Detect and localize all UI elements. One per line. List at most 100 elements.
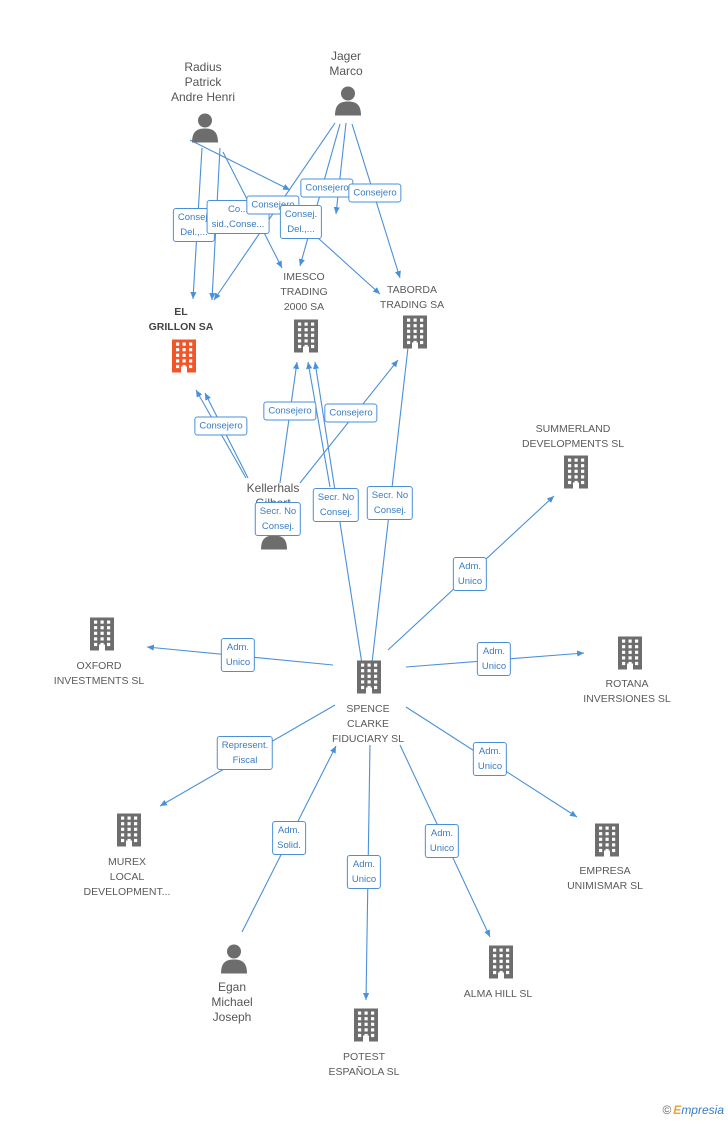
building-icon[interactable] xyxy=(486,945,516,984)
node-label-empresa[interactable]: EMPRESA UNIMISMAR SL xyxy=(567,864,643,894)
node-label-line: ESPAÑOLA SL xyxy=(328,1066,400,1078)
building-icon[interactable] xyxy=(592,823,622,862)
relation-label[interactable]: Adm. Unico xyxy=(346,855,382,889)
building-icon[interactable] xyxy=(291,319,321,358)
relation-label-line: Secr. No xyxy=(317,492,355,503)
node-label-line: SUMMERLAND xyxy=(535,423,611,435)
node-label-line: Patrick xyxy=(184,75,222,89)
building-icon[interactable] xyxy=(354,660,384,699)
relation-label-line: Adm. xyxy=(478,746,502,757)
node-label-line: Kellerhals xyxy=(246,481,300,495)
relation-label[interactable]: Adm.Unico xyxy=(220,638,256,672)
copyright-symbol: © xyxy=(662,1103,672,1117)
brand-logo-e: E xyxy=(673,1103,682,1117)
relation-label[interactable]: Consejero xyxy=(348,183,402,203)
relation-label-line: Del.,... xyxy=(287,224,315,235)
edge-line-14 xyxy=(306,361,331,488)
building-icon[interactable] xyxy=(561,455,591,494)
node-label-oxford[interactable]: OXFORD INVESTMENTS SL xyxy=(54,659,144,689)
building-icon[interactable] xyxy=(400,315,430,354)
edge-line-4 xyxy=(189,139,291,191)
relation-label-line: Consejero xyxy=(199,420,243,432)
edge-line-11 xyxy=(204,392,249,479)
relation-label[interactable]: Consejero xyxy=(194,416,248,436)
relation-label-line: Fiscal xyxy=(232,755,258,766)
building-icon[interactable] xyxy=(169,339,199,378)
node-label-taborda[interactable]: TABORDA TRADING SA xyxy=(380,283,444,313)
node-label-line: GRILLON SA xyxy=(148,321,214,333)
relation-label[interactable]: Adm.Unico xyxy=(476,642,512,676)
building-icon[interactable] xyxy=(114,813,144,852)
relation-label-line: Secr. No xyxy=(259,506,297,517)
relation-label-line: Adm. xyxy=(482,646,506,657)
node-label-line: Michael xyxy=(211,995,253,1009)
node-label-line: Marco xyxy=(329,64,363,78)
node-label-line: TRADING SA xyxy=(379,299,445,311)
building-icon[interactable] xyxy=(351,1008,381,1047)
relation-label-line: Consej. xyxy=(261,521,295,532)
relation-label[interactable]: Consejero xyxy=(300,178,354,198)
relation-label[interactable]: Adm.Solid. xyxy=(272,821,306,855)
node-label-line: DEVELOPMENT... xyxy=(83,886,171,898)
relation-label-line: Consejero xyxy=(268,405,312,417)
edge-line-9 xyxy=(317,237,381,295)
relation-label-line: Unico xyxy=(429,843,455,854)
relation-label[interactable]: Secr. No Consej. xyxy=(366,486,414,520)
person-icon[interactable] xyxy=(190,113,220,148)
relation-label-line: Secr. No xyxy=(371,490,409,501)
relation-label[interactable]: Co...sid.,Conse... xyxy=(206,200,270,234)
brand-name: mpresia xyxy=(681,1103,724,1117)
relation-label[interactable]: Adm.Unico xyxy=(424,824,460,858)
relation-label[interactable]: Consejero xyxy=(324,403,378,423)
node-label-line: LOCAL xyxy=(109,871,145,883)
node-label-line: POTEST xyxy=(342,1051,386,1063)
node-label-line: ALMA HILL SL xyxy=(463,988,533,1000)
node-label-line: FIDUCIARY SL xyxy=(332,733,404,745)
node-label-line: Jager xyxy=(330,49,362,63)
relation-label-line: Consejero xyxy=(329,407,373,419)
node-label-alma[interactable]: ALMA HILL SL xyxy=(464,987,532,1002)
footer-brand[interactable]: ©Empresia xyxy=(662,1103,724,1117)
node-label-line: Joseph xyxy=(212,1010,252,1024)
relation-label-line: Represent. xyxy=(221,740,269,751)
relation-label-line: Unico xyxy=(457,576,483,587)
relation-label[interactable]: Consejero xyxy=(263,401,317,421)
relation-label[interactable]: Adm.Unico xyxy=(472,742,508,776)
node-label-potest[interactable]: POTEST ESPAÑOLA SL xyxy=(328,1050,399,1080)
relation-label-line: Adm. xyxy=(352,859,376,870)
node-label-line: INVESTMENTS SL xyxy=(53,675,145,687)
node-label-line: EMPRESA xyxy=(579,865,631,877)
person-icon[interactable] xyxy=(333,86,363,121)
node-label-line: OXFORD xyxy=(76,660,122,672)
person-icon[interactable] xyxy=(219,944,249,979)
node-label-line: ROTANA xyxy=(605,678,649,690)
relation-label-line: Solid. xyxy=(277,840,301,851)
relation-label-line: Unico xyxy=(351,874,377,885)
node-label-line: EL xyxy=(174,306,188,318)
relation-label-line: Consej. xyxy=(373,505,407,516)
relation-label-line: Consej. xyxy=(284,209,318,220)
relation-label-line: Unico xyxy=(225,657,251,668)
node-label-line: UNIMISMAR SL xyxy=(567,880,643,892)
edge-line-12 xyxy=(279,361,300,484)
relation-label[interactable]: Represent. Fiscal xyxy=(216,736,274,770)
relation-label-line: Del.,... xyxy=(180,227,208,238)
relation-label[interactable]: Adm.Unico xyxy=(452,557,488,591)
building-icon[interactable] xyxy=(615,636,645,675)
node-label-el-grillon[interactable]: EL GRILLON SA xyxy=(149,305,214,335)
relation-label[interactable]: Secr. No Consej. xyxy=(254,502,302,536)
relation-label-line: Consejero xyxy=(305,182,349,194)
relation-label[interactable]: Consej. Del.,... xyxy=(279,205,323,239)
node-label-line: TABORDA xyxy=(387,284,437,296)
building-icon[interactable] xyxy=(87,617,117,656)
node-label-line: Egan xyxy=(217,980,247,994)
